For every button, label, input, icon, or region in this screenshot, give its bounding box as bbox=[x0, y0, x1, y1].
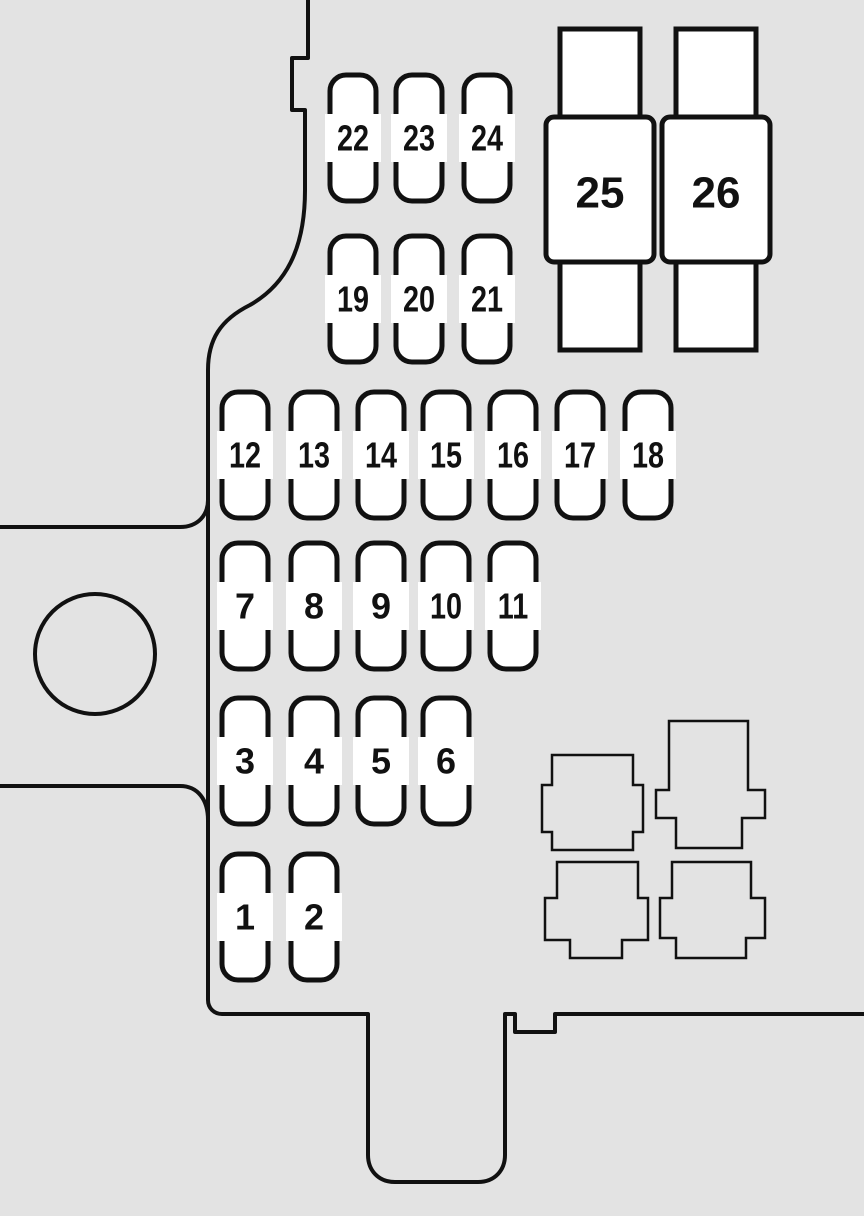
fuse-label: 26 bbox=[692, 169, 741, 218]
fuse-label: 8 bbox=[304, 586, 324, 627]
fuse-26: 26 bbox=[659, 26, 773, 353]
relay-socket-2 bbox=[654, 719, 767, 850]
fuse-terminal-top bbox=[557, 26, 643, 124]
fuse-label-band bbox=[418, 737, 474, 785]
fuse-label-band bbox=[353, 582, 409, 630]
fuse-23: 23 bbox=[391, 72, 447, 204]
fuse-3: 3 bbox=[217, 695, 273, 827]
fuse-label: 17 bbox=[564, 435, 596, 476]
fuse-body bbox=[659, 114, 773, 265]
fuse-terminal-top bbox=[673, 26, 759, 124]
fuse-label-band bbox=[485, 431, 541, 479]
fuse-label: 22 bbox=[337, 118, 369, 159]
fuse-label-band bbox=[325, 275, 381, 323]
fuse-label: 1 bbox=[235, 897, 255, 938]
fuse-2: 2 bbox=[286, 851, 342, 983]
fuse-18: 18 bbox=[620, 389, 676, 521]
fuse-label-band bbox=[353, 737, 409, 785]
fuse-5: 5 bbox=[353, 695, 409, 827]
fuse-label-band bbox=[353, 431, 409, 479]
fuse-label: 13 bbox=[298, 435, 330, 476]
fuse-label: 5 bbox=[371, 741, 391, 782]
fuse-label: 11 bbox=[498, 586, 528, 627]
fuse-label-band bbox=[217, 893, 273, 941]
fuse-16: 16 bbox=[485, 389, 541, 521]
fuse-label-band bbox=[217, 431, 273, 479]
fuse-label: 2 bbox=[304, 897, 324, 938]
fuse-label-band bbox=[418, 582, 474, 630]
fuse-20: 20 bbox=[391, 233, 447, 365]
fuse-19: 19 bbox=[325, 233, 381, 365]
fuse-label: 16 bbox=[497, 435, 529, 476]
fuse-label-band bbox=[459, 114, 515, 162]
fuse-17: 17 bbox=[552, 389, 608, 521]
fuse-25: 25 bbox=[543, 26, 657, 353]
panel-outline bbox=[0, 0, 864, 1184]
fuse-label-band bbox=[552, 431, 608, 479]
fuse-21: 21 bbox=[459, 233, 515, 365]
left-bracket-upper bbox=[0, 498, 210, 529]
mounting-hole bbox=[33, 592, 157, 716]
relay-sockets bbox=[540, 719, 767, 960]
cartridge-fuses: 25 26 bbox=[543, 26, 773, 353]
fuse-label-band bbox=[391, 114, 447, 162]
fuse-13: 13 bbox=[286, 389, 342, 521]
fuse-label: 23 bbox=[403, 118, 435, 159]
fuse-label-band bbox=[459, 275, 515, 323]
fuse-terminal-bottom bbox=[557, 255, 643, 353]
relay-socket-3 bbox=[543, 860, 650, 960]
fuse-9: 9 bbox=[353, 540, 409, 672]
fuse-label: 12 bbox=[229, 435, 261, 476]
relay-socket-1 bbox=[540, 753, 645, 852]
fuse-8: 8 bbox=[286, 540, 342, 672]
fuse-label: 20 bbox=[403, 279, 435, 320]
fuse-11: 11 bbox=[485, 540, 541, 672]
fuse-label: 3 bbox=[235, 741, 255, 782]
fuse-1: 1 bbox=[217, 851, 273, 983]
fuse-14: 14 bbox=[353, 389, 409, 521]
fuse-label-band bbox=[325, 114, 381, 162]
fuse-label: 6 bbox=[436, 741, 456, 782]
fuse-label-band bbox=[286, 893, 342, 941]
fuse-15: 15 bbox=[418, 389, 474, 521]
fuse-label-band bbox=[620, 431, 676, 479]
fuse-label-band bbox=[217, 582, 273, 630]
fuse-label-band bbox=[286, 431, 342, 479]
fuse-label-band bbox=[391, 275, 447, 323]
fuse-label-band bbox=[217, 737, 273, 785]
fuse-label: 7 bbox=[235, 586, 255, 627]
fuse-label: 15 bbox=[430, 435, 462, 476]
left-bracket-lower bbox=[0, 784, 210, 822]
fuse-label-band bbox=[286, 582, 342, 630]
fuse-4: 4 bbox=[286, 695, 342, 827]
fuse-label: 10 bbox=[430, 586, 462, 627]
fuse-label: 21 bbox=[471, 279, 503, 320]
fuse-label-band bbox=[286, 737, 342, 785]
fuse-12: 12 bbox=[217, 389, 273, 521]
fuse-24: 24 bbox=[459, 72, 515, 204]
panel-main-outline bbox=[206, 0, 864, 1184]
fuse-7: 7 bbox=[217, 540, 273, 672]
fuse-label: 9 bbox=[371, 586, 391, 627]
fuse-label: 4 bbox=[304, 741, 324, 782]
fuse-body bbox=[543, 114, 657, 265]
fuse-label: 24 bbox=[471, 118, 503, 159]
fuse-terminal-bottom bbox=[673, 255, 759, 353]
fuse-label-band bbox=[485, 582, 541, 630]
fuse-label-band bbox=[418, 431, 474, 479]
fuse-label: 18 bbox=[632, 435, 664, 476]
fuse-label: 14 bbox=[365, 435, 397, 476]
fuse-6: 6 bbox=[418, 695, 474, 827]
fuse-label: 25 bbox=[576, 169, 625, 218]
relay-socket-4 bbox=[658, 860, 767, 960]
fuse-10: 10 bbox=[418, 540, 474, 672]
fuse-label: 19 bbox=[337, 279, 369, 320]
fuse-22: 22 bbox=[325, 72, 381, 204]
